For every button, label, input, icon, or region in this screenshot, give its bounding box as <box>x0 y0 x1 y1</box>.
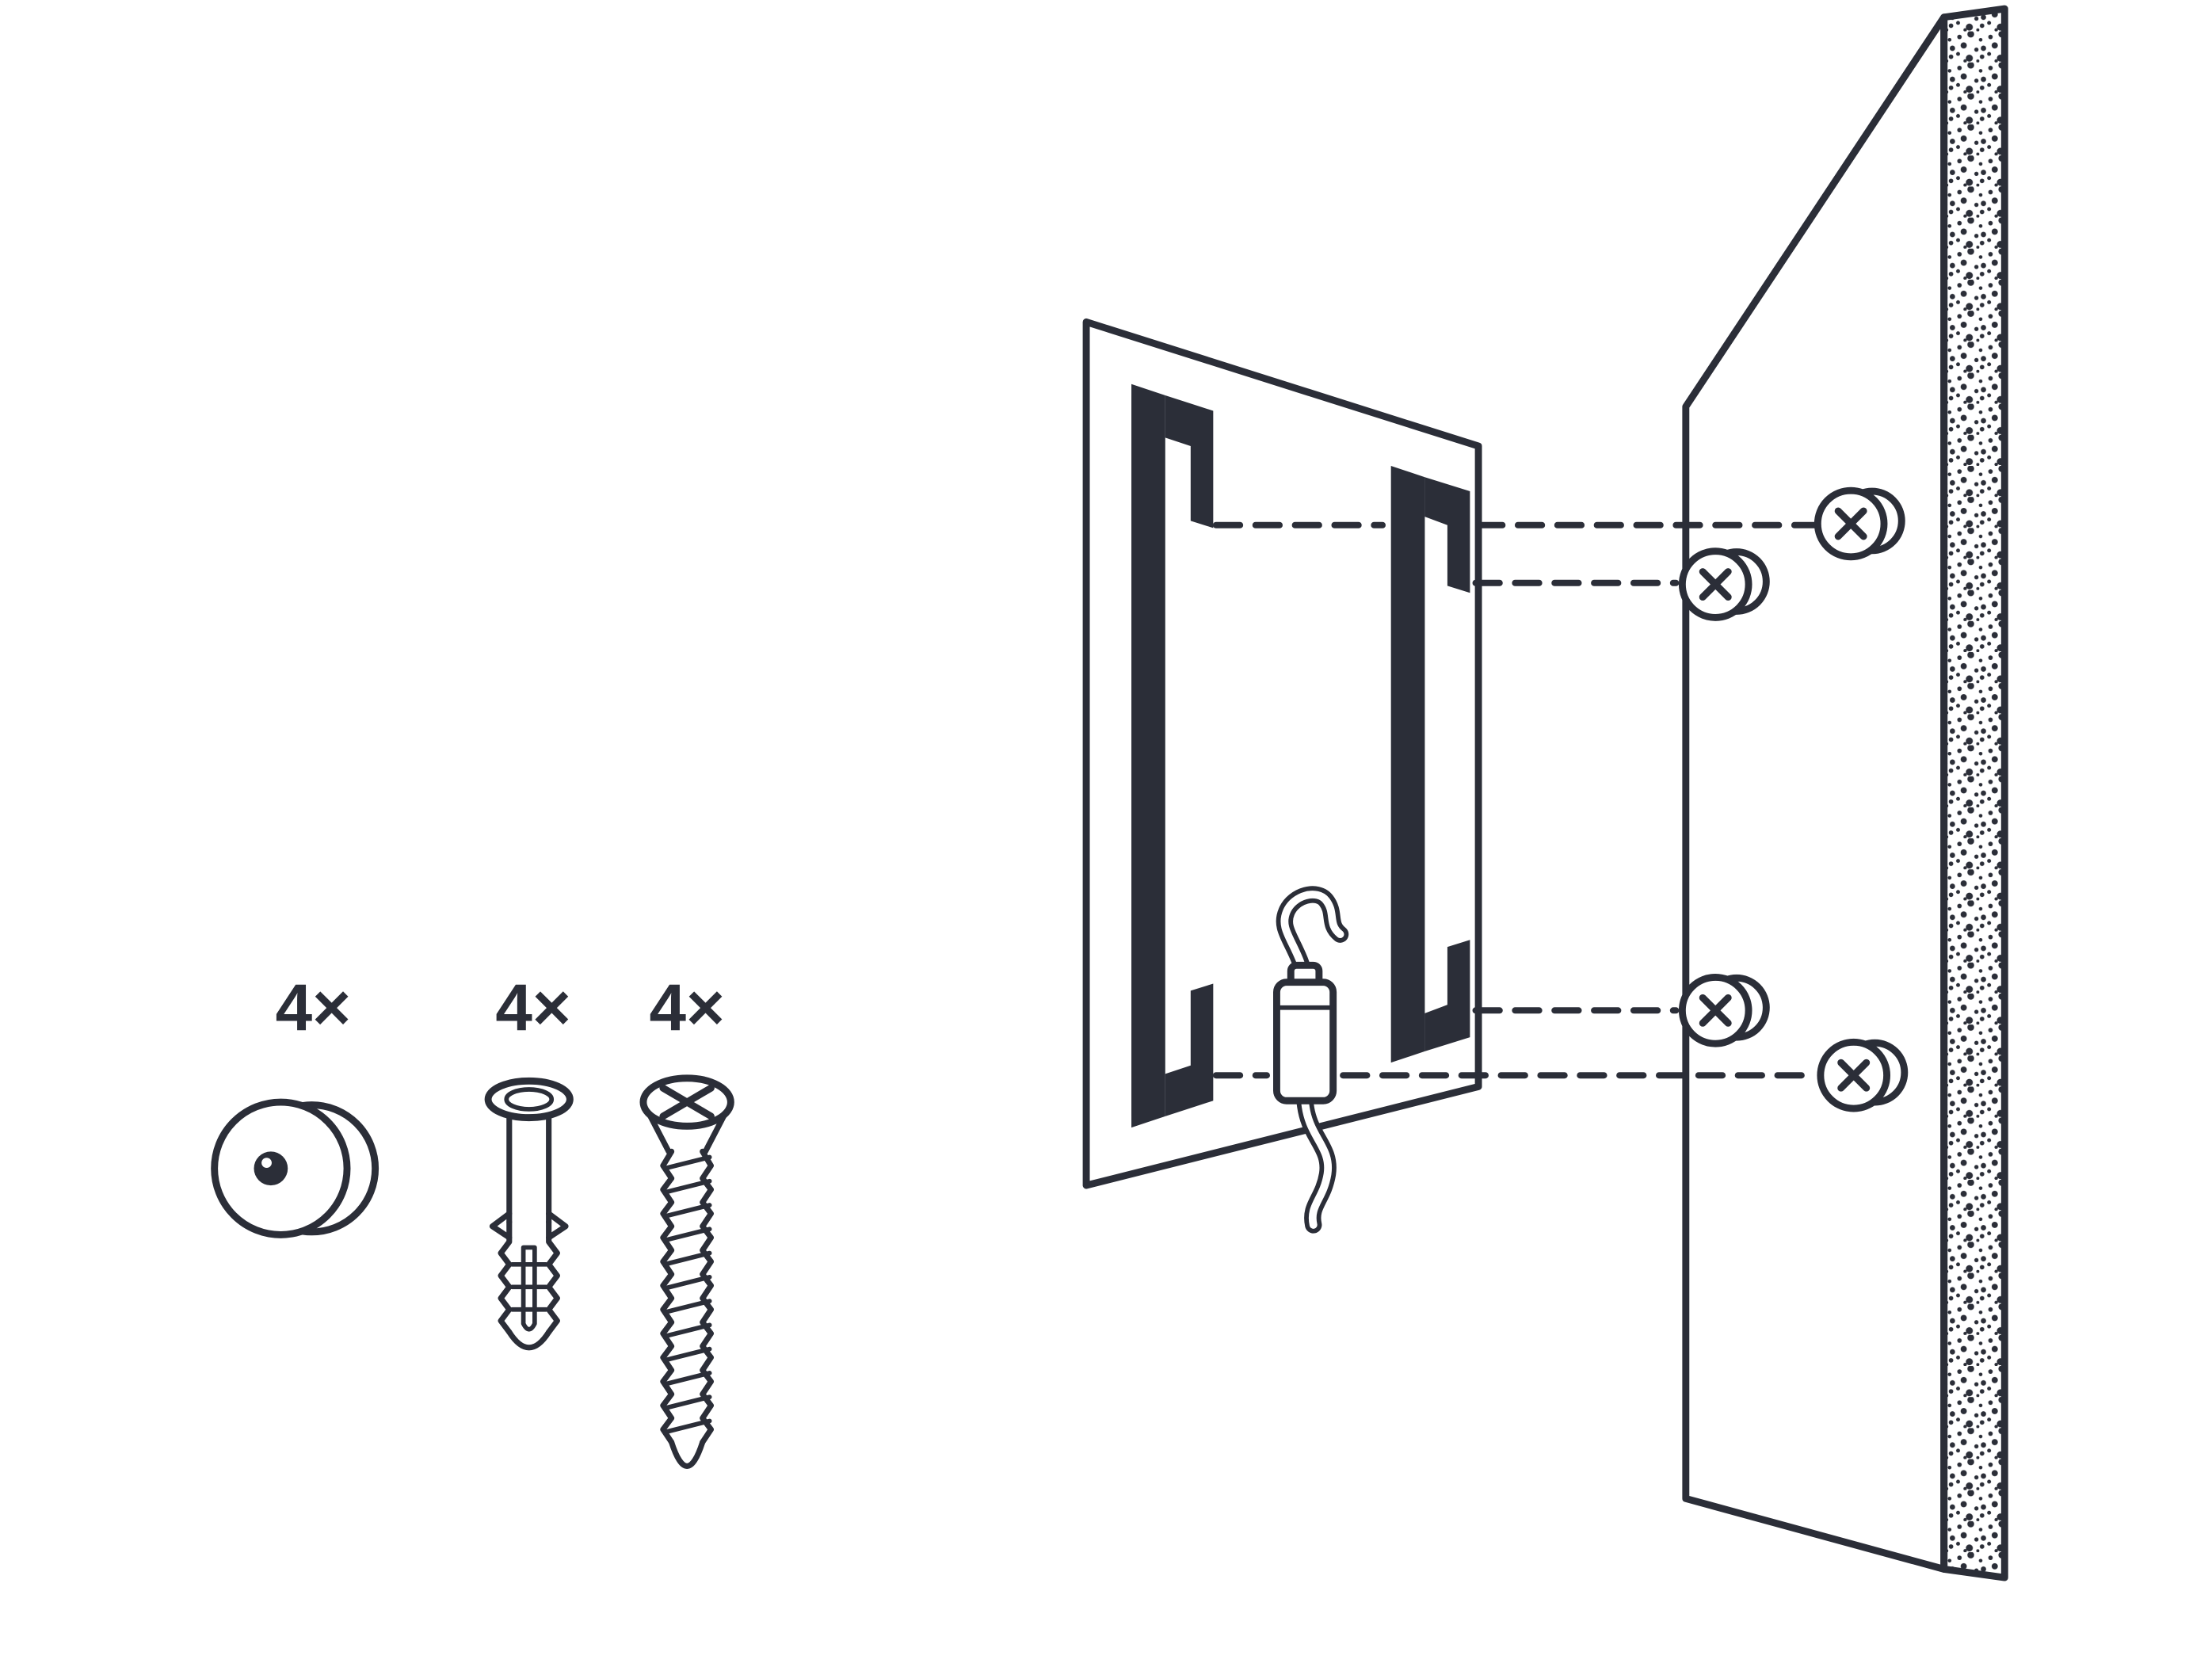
parts-legend: 4× 4× 4× <box>211 970 734 1469</box>
wall-fastener <box>1817 1038 1909 1112</box>
wall-fastener <box>1678 547 1770 621</box>
quantity-label: 4× <box>649 970 724 1044</box>
wall-plug-icon <box>484 1077 574 1351</box>
quantity-label: 4× <box>495 970 570 1044</box>
mounting-rail-right <box>1390 465 1470 1063</box>
power-plug <box>1273 961 1337 1104</box>
wall-fastener <box>1678 974 1770 1047</box>
screw-icon <box>639 1074 734 1469</box>
mounting-rail-left <box>1131 383 1214 1128</box>
wall <box>1682 5 2008 1581</box>
wall-fastener <box>1813 486 1905 561</box>
wall-cross-section <box>1940 5 2008 1581</box>
power-cable <box>1273 886 1349 1234</box>
wall-fasteners <box>1678 486 1909 1112</box>
wall-face <box>1682 13 1948 1573</box>
back-panel <box>1082 318 1482 1189</box>
alignment-guides <box>1212 521 1821 1079</box>
quantity-label: 4× <box>276 970 351 1044</box>
spacer-washer-icon <box>211 1098 379 1238</box>
